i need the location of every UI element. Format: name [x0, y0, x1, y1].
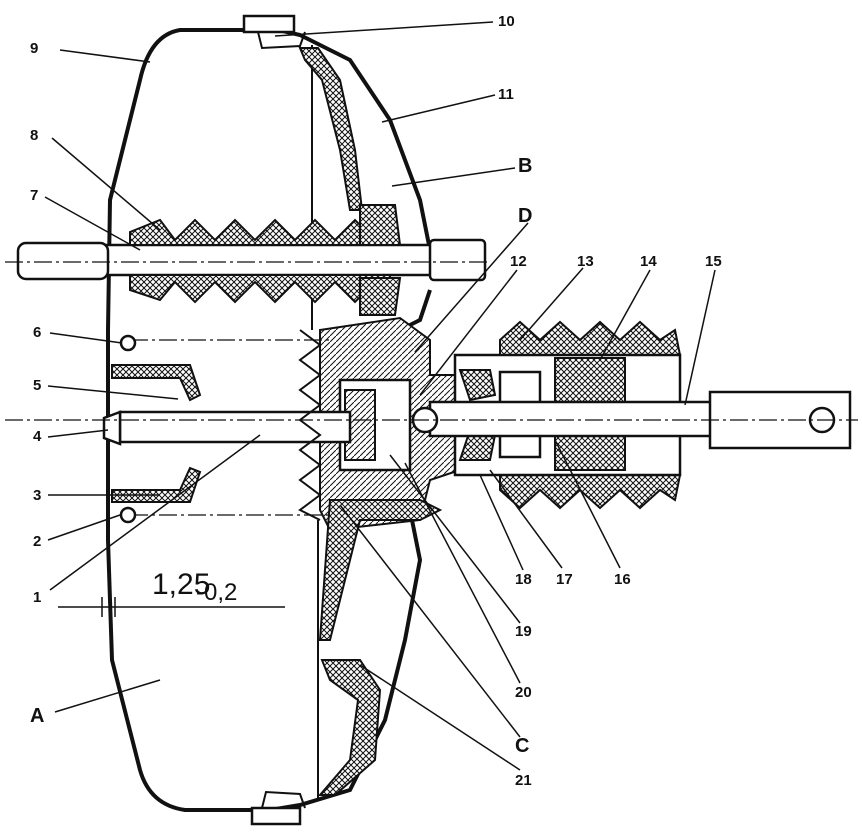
dimension-tolerance: -0,2	[196, 579, 237, 606]
clamp-rim-bottom	[250, 806, 302, 826]
bellows-8-bottom	[129, 274, 391, 304]
rear-housing-lower	[269, 509, 423, 812]
label-C: C	[515, 735, 529, 757]
label-A: A	[30, 705, 44, 727]
leader-lines	[44, 21, 716, 771]
label-4: 4	[33, 428, 42, 445]
bolt-head-upper	[119, 334, 137, 352]
label-12: 12	[510, 253, 527, 270]
rod-seal-block	[359, 204, 402, 316]
label-8: 8	[30, 127, 38, 144]
diaphragm-lower	[317, 659, 382, 796]
label-16: 16	[614, 571, 631, 588]
return-spring	[298, 329, 322, 521]
label-10: 10	[498, 13, 515, 30]
clamp-lip-top	[257, 31, 306, 50]
label-6: 6	[33, 324, 41, 341]
diaphragm-upper	[298, 47, 364, 211]
label-B: B	[518, 155, 532, 177]
label-18: 18	[515, 571, 532, 588]
label-D: D	[518, 205, 532, 227]
label-11: 11	[498, 86, 514, 103]
label-20: 20	[515, 684, 532, 701]
boot-13-lower	[499, 474, 682, 510]
input-rod	[428, 400, 722, 438]
bellows-8-top	[129, 218, 391, 246]
label-19: 19	[515, 623, 532, 640]
label-21: 21	[515, 772, 532, 789]
label-9: 9	[30, 40, 38, 57]
label-7: 7	[30, 187, 38, 204]
label-2: 2	[33, 533, 41, 550]
push-rod-head	[102, 410, 122, 446]
label-15: 15	[705, 253, 722, 270]
upper-rod-end-left	[16, 241, 110, 281]
bolt-head-lower	[119, 506, 137, 524]
boot-13	[499, 320, 682, 356]
front-seal-cup	[111, 364, 202, 503]
label-14: 14	[640, 253, 657, 270]
upper-rod-end-right	[428, 238, 487, 282]
label-3: 3	[33, 487, 41, 504]
label-1: 1	[33, 589, 41, 606]
lower-reinforcement	[318, 499, 443, 641]
clamp-rim-top	[242, 14, 296, 34]
label-5: 5	[33, 377, 41, 394]
dimension-main: 1,25	[152, 568, 210, 601]
label-17: 17	[556, 571, 573, 588]
label-13: 13	[577, 253, 594, 270]
clamp-lip-bottom	[261, 790, 306, 809]
